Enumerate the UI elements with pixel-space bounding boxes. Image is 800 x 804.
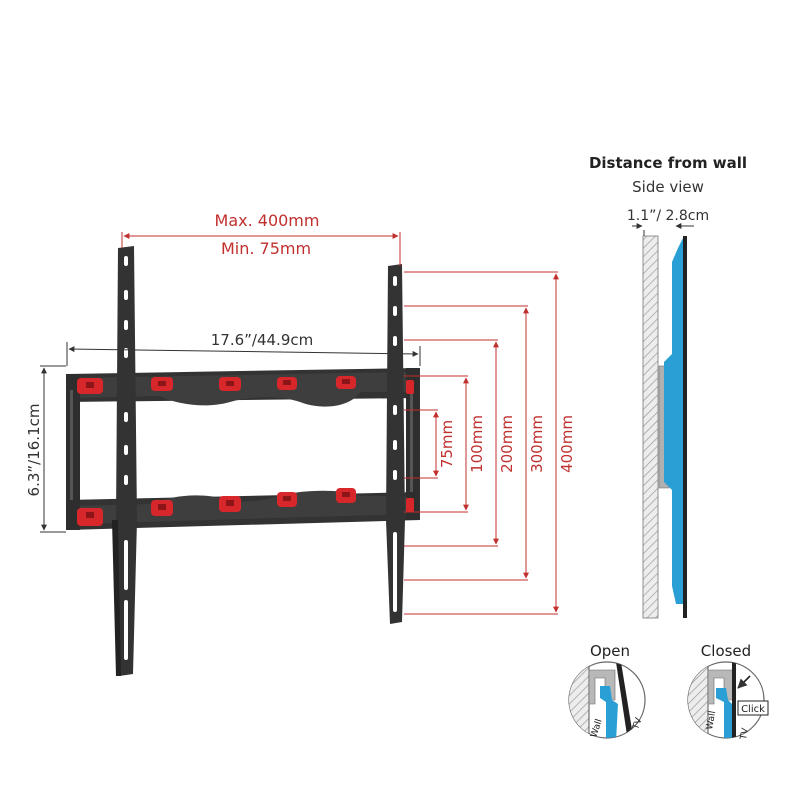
pad bbox=[406, 498, 414, 512]
tv-panel bbox=[683, 236, 687, 618]
arm-left-flange bbox=[112, 520, 121, 676]
dimension-lines-black bbox=[40, 342, 421, 533]
open-label: Open bbox=[590, 642, 630, 660]
pad bbox=[406, 380, 414, 394]
click-label: Click bbox=[741, 704, 765, 715]
width-label: 17.6”/44.9cm bbox=[211, 331, 313, 349]
spacing-label-400: 400mm bbox=[558, 415, 576, 473]
side-view-title: Distance from wall bbox=[589, 154, 747, 172]
vesa-max-label: Max. 400mm bbox=[215, 211, 320, 230]
side-view-diagram bbox=[632, 223, 694, 619]
open-detail: Wall TV bbox=[568, 661, 646, 739]
wall-distance-label: 1.1”/ 2.8cm bbox=[627, 208, 709, 224]
closed-wall-label: Wall bbox=[705, 710, 718, 730]
closed-detail: Click Wall TV bbox=[687, 661, 769, 742]
closed-tv-label: TV bbox=[739, 726, 751, 741]
click-arrow-icon bbox=[737, 675, 751, 689]
height-label: 6.3”/16.1cm bbox=[25, 404, 43, 497]
rubber-pads bbox=[77, 376, 414, 526]
dimension-lines bbox=[121, 232, 559, 615]
click-badge bbox=[737, 700, 769, 716]
vesa-min-label: Min. 75mm bbox=[221, 239, 311, 258]
open-tv-label: TV bbox=[631, 716, 645, 732]
spacing-label-75: 75mm bbox=[438, 420, 456, 468]
wall-section bbox=[642, 235, 659, 619]
spacing-label-300: 300mm bbox=[528, 415, 546, 473]
closed-label: Closed bbox=[701, 642, 751, 660]
wall-bracket bbox=[66, 246, 420, 676]
tv-back-profile bbox=[664, 236, 684, 604]
side-view-subtitle: Side view bbox=[632, 178, 704, 196]
spacing-label-200: 200mm bbox=[498, 415, 516, 473]
spacing-label-100: 100mm bbox=[468, 415, 486, 473]
arm-slots bbox=[70, 256, 413, 660]
